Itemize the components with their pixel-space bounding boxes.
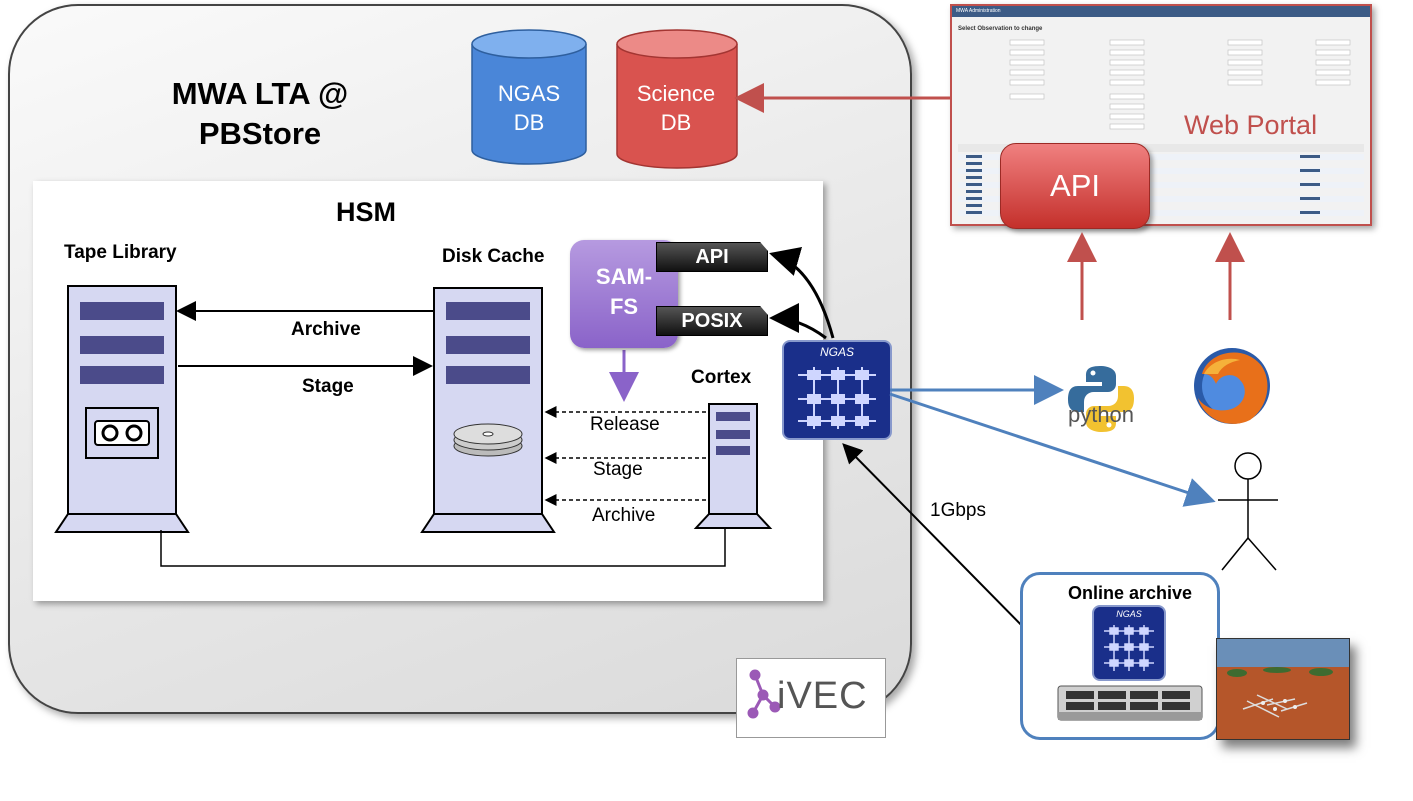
lta-title-line1: MWA LTA @: [171, 76, 349, 111]
python-icon: [1068, 366, 1134, 432]
ivec-text: iVEC: [777, 675, 868, 717]
science-db-line2: DB: [660, 110, 692, 135]
portal-form-fields: [958, 39, 1364, 216]
ngas-logo-label: NGAS: [819, 345, 854, 359]
ngas-db-cylinder: [471, 29, 587, 165]
portal-header-bar: MWA Administration: [952, 6, 1370, 17]
disk-cache-label: Disk Cache: [442, 246, 545, 267]
cortex-label: Cortex: [691, 367, 752, 388]
portal-header-text: MWA Administration: [956, 8, 1001, 14]
api-tab: API: [656, 242, 768, 272]
archive2-label: Archive: [592, 505, 656, 526]
site-photo: [1216, 638, 1350, 740]
online-archive-title: Online archive: [1067, 583, 1193, 603]
release-label: Release: [590, 414, 660, 435]
stage2-label: Stage: [593, 459, 643, 480]
ivec-molecule-icon: [747, 669, 781, 719]
cortex-server: [693, 403, 773, 529]
science-db-line1: Science: [636, 81, 716, 106]
portal-api-box: API: [1000, 143, 1150, 229]
ngas-to-user-arrow: [889, 392, 1216, 507]
lta-title: MWA LTA @ PBStore: [140, 74, 380, 154]
python-label: python: [1067, 402, 1135, 427]
online-ngas-label: NGAS: [1116, 609, 1142, 619]
ngas-db-line1: NGAS: [497, 81, 561, 106]
archive-label: Archive: [291, 319, 361, 340]
science-db-label: Science DB: [628, 79, 724, 137]
stage-label: Stage: [302, 376, 354, 397]
hsm-title: HSM: [336, 197, 396, 227]
lta-title-line2: PBStore: [198, 116, 322, 151]
online-ngas-grid-icon: [1104, 625, 1154, 671]
ngas-logo: NGAS: [782, 340, 892, 440]
posix-tab: POSIX: [656, 306, 768, 336]
ivec-logo: iVEC: [736, 658, 886, 738]
ngas-db-label: NGAS DB: [481, 79, 577, 137]
tape-library-server: [54, 285, 190, 533]
tape-library-label: Tape Library: [64, 242, 177, 263]
firefox-icon: [1194, 348, 1270, 424]
ngas-db-line2: DB: [513, 110, 545, 135]
mwa-site-photo-image: [1217, 639, 1349, 739]
storage-array-icon: [1057, 685, 1203, 721]
disk-cache-server: [420, 287, 556, 533]
database-cylinders: [471, 29, 738, 169]
web-portal-label: Web Portal: [1184, 110, 1318, 140]
ngas-grid-icon: [798, 367, 876, 429]
user-icon: [1218, 452, 1278, 571]
online-ngas-logo: NGAS: [1092, 605, 1166, 681]
science-db-cylinder: [616, 29, 738, 169]
samfs-line1: SAM-: [595, 264, 653, 289]
portal-heading: Select Observation to change: [958, 26, 1043, 32]
samfs-line2: FS: [609, 294, 639, 319]
online-archive-to-ngas-arrow: [842, 443, 1037, 641]
link-speed-label: 1Gbps: [930, 500, 986, 521]
